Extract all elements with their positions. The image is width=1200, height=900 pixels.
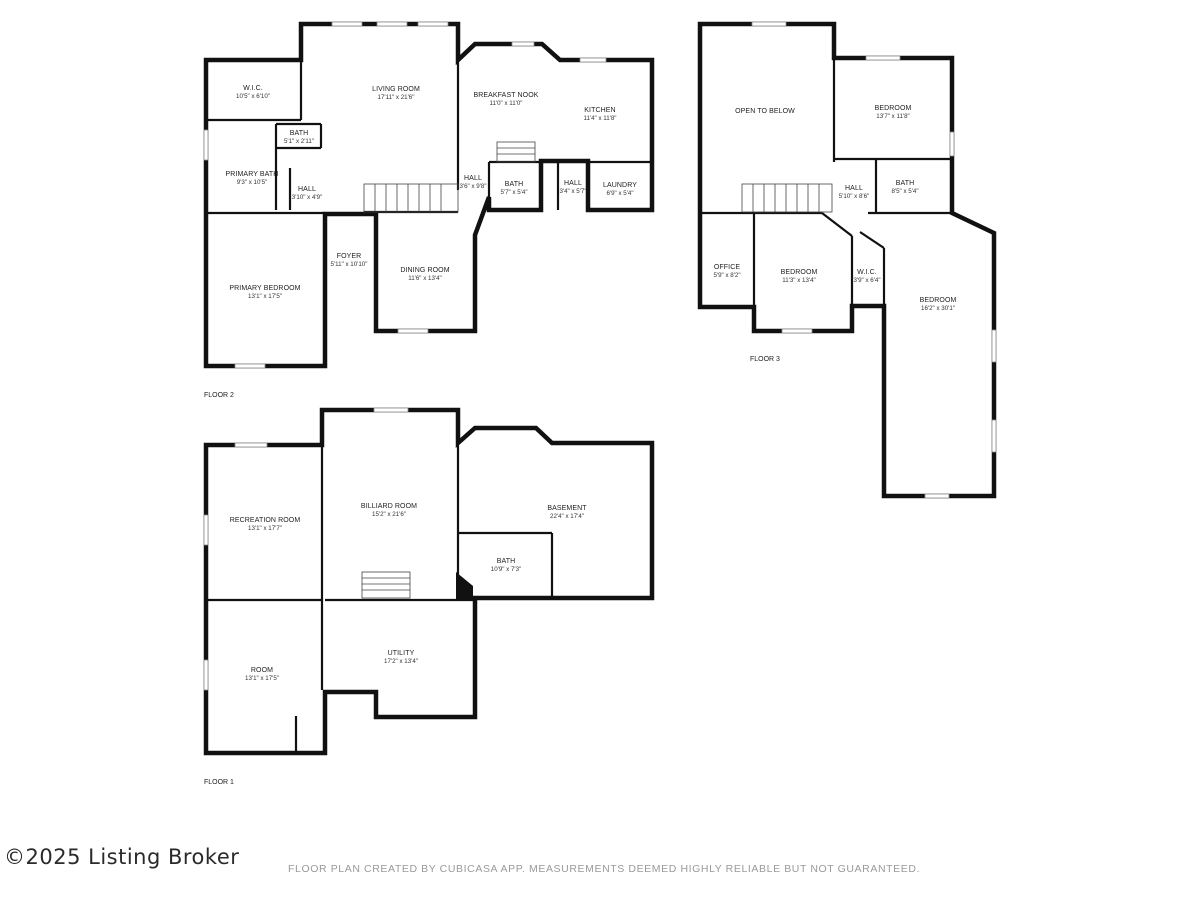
room-dimensions: 13'1" x 17'7" <box>248 525 282 532</box>
room-name: KITCHEN <box>584 107 615 114</box>
room-dimensions: 3'10" x 4'9" <box>292 194 323 201</box>
room-dimensions: 13'1" x 17'5" <box>248 293 282 300</box>
floor-1-outer-wall <box>203 407 655 756</box>
room-name: UTILITY <box>388 650 415 657</box>
floor-3-label: FLOOR 3 <box>750 356 780 363</box>
room-name: W.I.C. <box>243 85 263 92</box>
room-name: BILLIARD ROOM <box>361 503 417 510</box>
room-dimensions: 10'5" x 6'10" <box>236 93 270 100</box>
room-labels: W.I.C. 10'5" x 6'10" LIVING ROOM 17'11" … <box>226 85 957 682</box>
room-dimensions: 9'3" x 10'5" <box>237 179 268 186</box>
room-name: PRIMARY BATH <box>226 171 279 178</box>
room-dimensions: 11'3" x 13'4" <box>782 277 815 284</box>
floor-2-outer-wall <box>203 21 655 369</box>
room-dimensions: 13'7" x 11'8" <box>876 113 909 120</box>
room-name: BASEMENT <box>547 505 587 512</box>
room-dimensions: 22'4" x 17'4" <box>550 513 584 520</box>
room-dimensions: 13'1" x 17'5" <box>245 675 279 682</box>
room-dimensions: 6'9" x 5'4" <box>606 190 633 197</box>
room-dimensions: 5'7" x 5'4" <box>500 189 527 196</box>
room-name: BREAKFAST NOOK <box>473 92 538 99</box>
room-dimensions: 5'11" x 10'10" <box>331 261 368 268</box>
room-dimensions: 11'6" x 13'4" <box>408 275 441 282</box>
room-name: LIVING ROOM <box>372 86 420 93</box>
room-name: DINING ROOM <box>400 267 449 274</box>
room-dimensions: 8'5" x 5'4" <box>891 188 918 195</box>
room-name: HALL <box>845 185 863 192</box>
room-name: RECREATION ROOM <box>230 517 301 524</box>
room-dimensions: 3'6" x 9'8" <box>459 183 486 190</box>
room-name: BATH <box>497 558 516 565</box>
room-name: HALL <box>564 180 582 187</box>
copyright-watermark: ©2025 Listing Broker <box>4 845 240 869</box>
room-dimensions: 5'9" x 8'2" <box>713 272 740 279</box>
room-name: W.I.C. <box>857 269 877 276</box>
room-dimensions: 5'10" x 8'6" <box>839 193 870 200</box>
room-dimensions: 11'0" x 11'0" <box>489 100 522 107</box>
disclaimer-text: FLOOR PLAN CREATED BY CUBICASA APP. MEAS… <box>288 863 921 875</box>
room-name: BEDROOM <box>920 297 957 304</box>
room-name: FOYER <box>337 253 362 260</box>
room-name: BATH <box>505 181 524 188</box>
room-name: BEDROOM <box>781 269 818 276</box>
room-name: HALL <box>464 175 482 182</box>
room-name: LAUNDRY <box>603 182 637 189</box>
room-dimensions: 15'2" x 21'6" <box>372 511 406 518</box>
floor-1-label: FLOOR 1 <box>204 779 234 786</box>
floor-3-plan <box>697 21 997 499</box>
room-name: BEDROOM <box>875 105 912 112</box>
room-name: BATH <box>290 130 309 137</box>
room-name: BATH <box>896 180 915 187</box>
room-name: OPEN TO BELOW <box>735 108 795 115</box>
room-name: PRIMARY BEDROOM <box>229 285 300 292</box>
room-dimensions: 17'2" x 13'4" <box>384 658 418 665</box>
room-name: OFFICE <box>714 264 740 271</box>
floor-3-outer-wall <box>697 21 997 499</box>
room-name: HALL <box>298 186 316 193</box>
floor-2-plan <box>203 21 655 369</box>
room-dimensions: 3'9" x 6'4" <box>853 277 880 284</box>
room-dimensions: 5'1" x 2'11" <box>284 138 314 145</box>
floor-2-label: FLOOR 2 <box>204 392 234 399</box>
room-name: ROOM <box>251 667 273 674</box>
room-dimensions: 10'9" x 7'3" <box>491 566 522 573</box>
room-dimensions: 3'4" x 5'7" <box>559 188 586 195</box>
room-dimensions: 11'4" x 11'8" <box>583 115 616 122</box>
room-dimensions: 16'2" x 30'1" <box>921 305 955 312</box>
room-dimensions: 17'11" x 21'6" <box>378 94 415 101</box>
floor-1-plan <box>203 407 655 756</box>
